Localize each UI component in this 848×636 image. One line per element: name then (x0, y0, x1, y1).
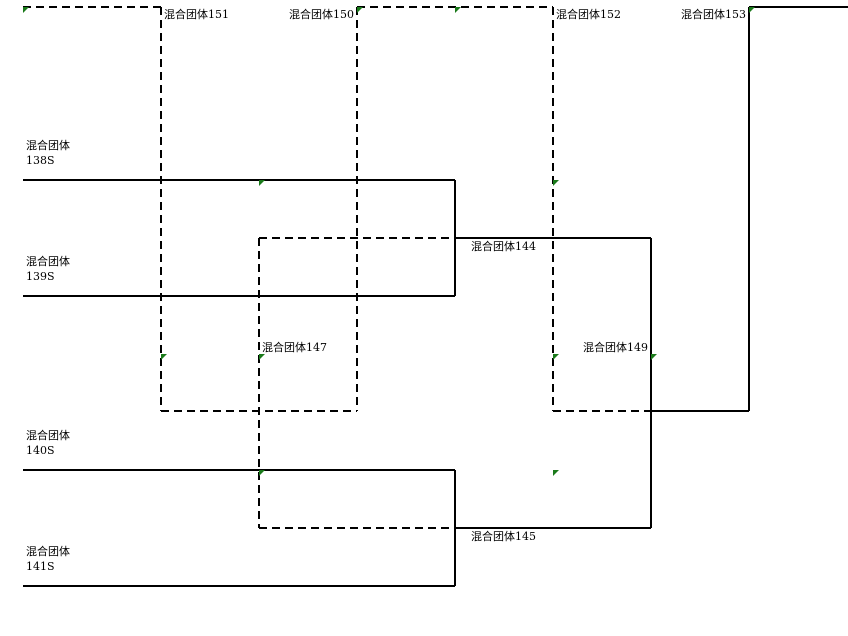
node-label-153: 混合团体153 (681, 8, 746, 21)
node-marker (357, 7, 363, 13)
seed-label-139s: 混合团体 139S (26, 254, 70, 284)
node-marker (259, 470, 265, 476)
seed-name: 混合团体 (26, 255, 70, 268)
node-marker (259, 354, 265, 360)
node-marker (553, 470, 559, 476)
seed-label-138s: 混合团体 138S (26, 138, 70, 168)
node-marker (651, 354, 657, 360)
node-label-151: 混合团体151 (164, 8, 229, 21)
node-marker (455, 7, 461, 13)
seed-name: 混合团体 (26, 139, 70, 152)
node-label-144: 混合团体144 (471, 240, 536, 253)
node-label-145: 混合团体145 (471, 530, 536, 543)
node-marker (161, 354, 167, 360)
seed-name: 混合团体 (26, 545, 70, 558)
node-label-150: 混合团体150 (289, 8, 354, 21)
node-label-149: 混合团体149 (583, 341, 648, 354)
node-marker (23, 7, 29, 13)
node-marker (553, 354, 559, 360)
node-label-147: 混合团体147 (262, 341, 327, 354)
node-marker (749, 7, 755, 13)
seed-code: 140S (26, 444, 55, 457)
seed-label-141s: 混合团体 141S (26, 544, 70, 574)
seed-code: 138S (26, 154, 55, 167)
node-marker (259, 180, 265, 186)
seed-label-140s: 混合团体 140S (26, 428, 70, 458)
seed-code: 139S (26, 270, 55, 283)
seed-code: 141S (26, 560, 55, 573)
node-marker (553, 180, 559, 186)
seed-name: 混合团体 (26, 429, 70, 442)
node-label-152: 混合团体152 (556, 8, 621, 21)
